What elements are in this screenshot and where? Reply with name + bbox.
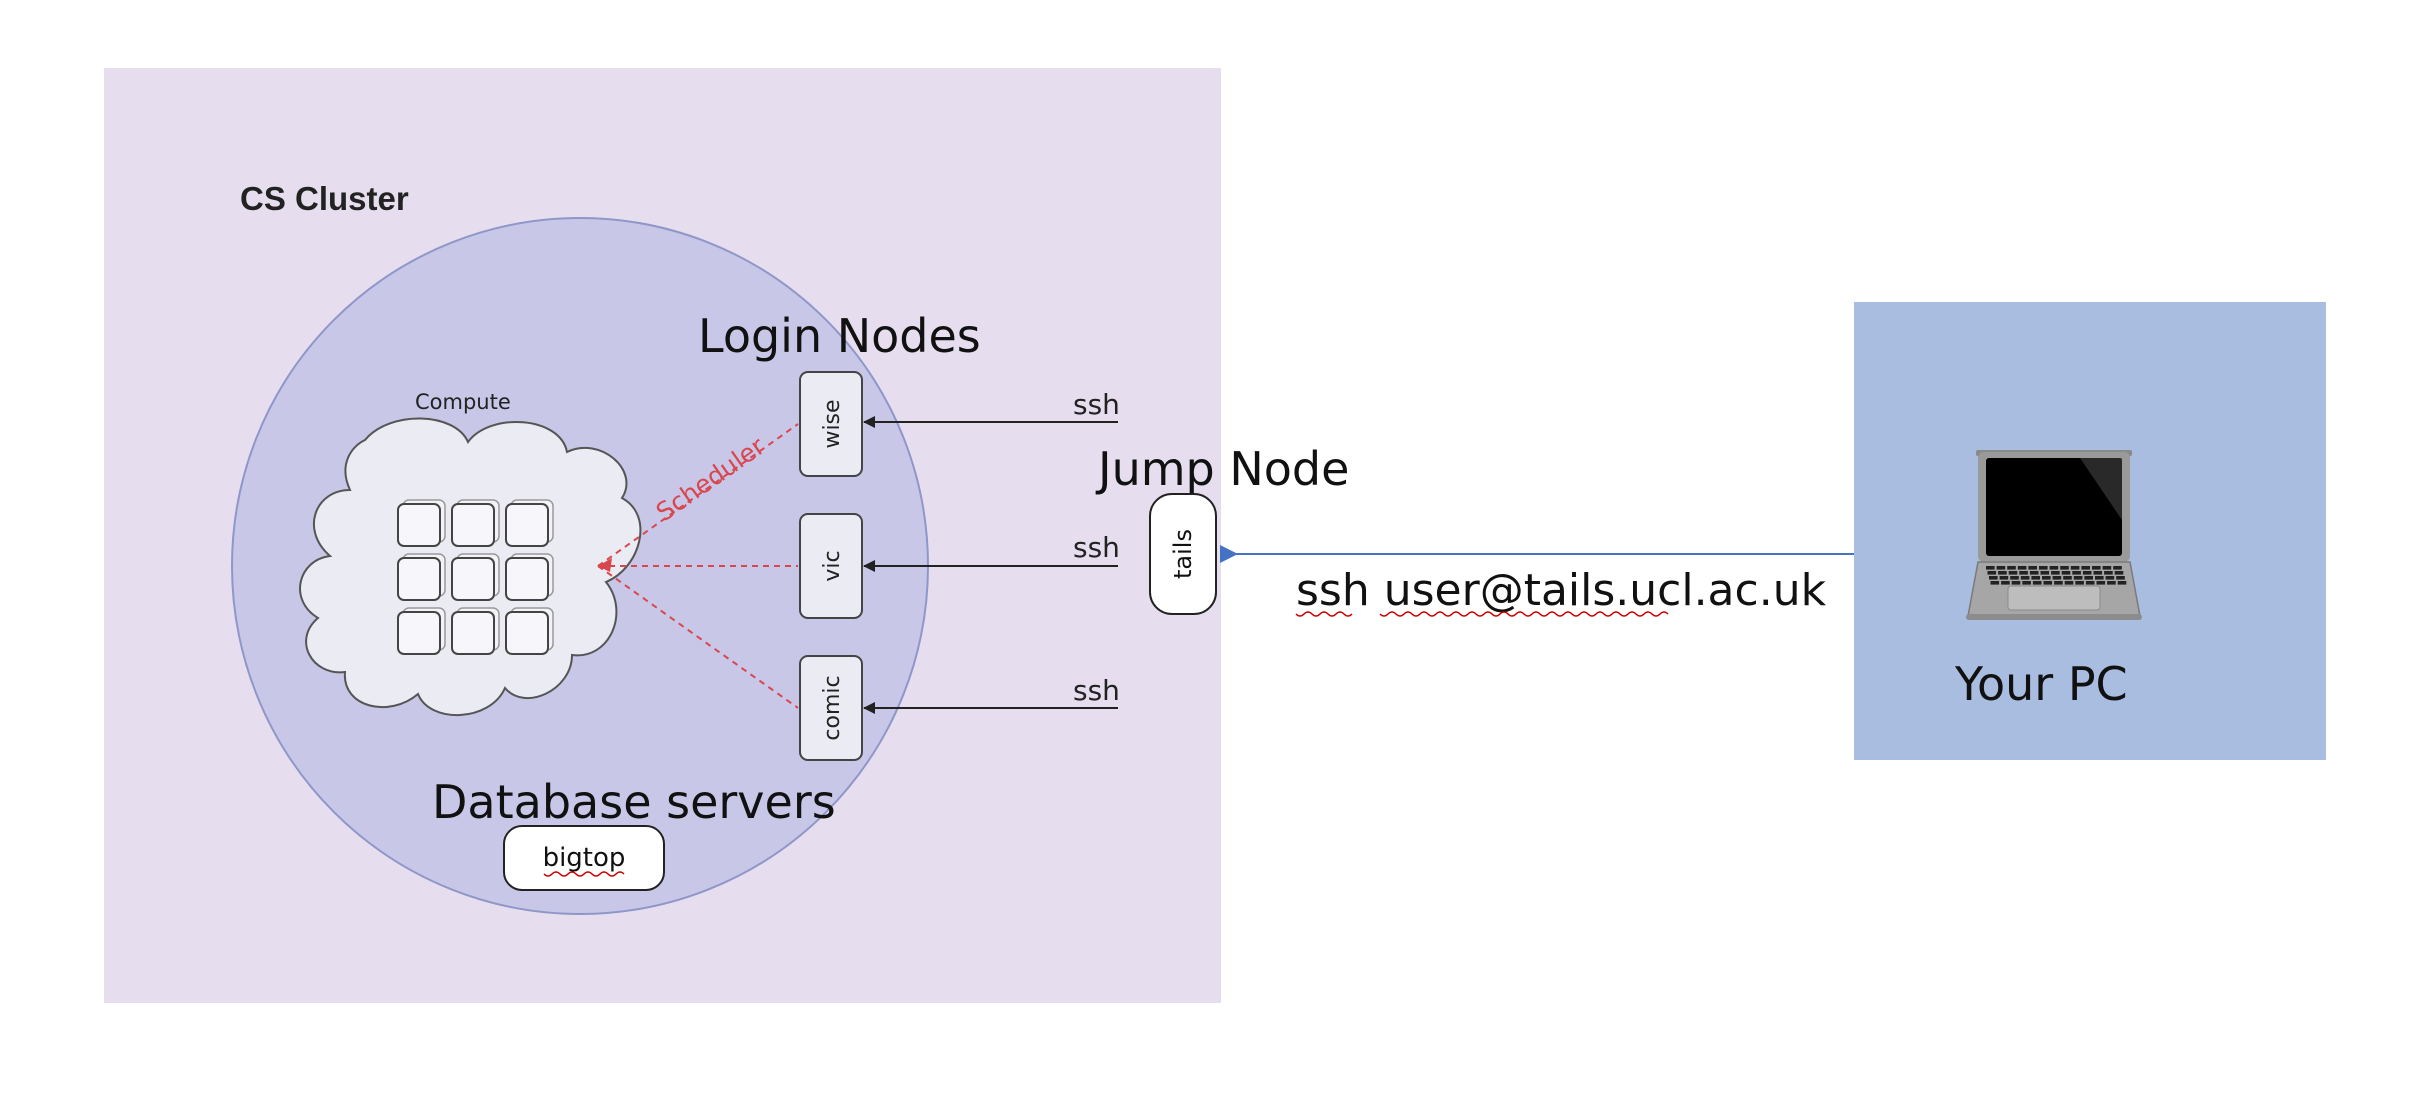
laptop-key	[2096, 581, 2106, 585]
laptop-key	[2075, 581, 2084, 585]
laptop-key	[1987, 571, 1997, 575]
scheduler-line-wise	[597, 423, 799, 567]
laptop-key	[2095, 576, 2104, 580]
compute-grid	[397, 499, 554, 655]
laptop-key	[1990, 581, 2000, 585]
laptop-key	[2081, 566, 2090, 570]
spellcheck-underline-ssh	[1295, 611, 1353, 617]
laptop-key	[2042, 576, 2051, 580]
spellcheck-underline-host	[1379, 611, 1669, 617]
laptop-key	[2007, 566, 2016, 570]
laptop-key	[2085, 581, 2095, 585]
compute-node	[505, 503, 549, 547]
laptop-key	[2011, 581, 2021, 585]
laptop-key	[1989, 576, 1998, 580]
spellcheck-underline	[543, 871, 625, 877]
laptop-key	[2029, 571, 2039, 575]
login-nodes-title: Login Nodes	[698, 309, 981, 363]
laptop-key	[2093, 571, 2103, 575]
laptop-keyboard	[1986, 566, 2127, 585]
database-node-label: bigtop	[543, 843, 626, 873]
login-node-comic[interactable]: comic	[799, 655, 863, 761]
laptop-key	[2092, 566, 2101, 570]
scheduler-line-comic	[597, 565, 799, 709]
laptop-key	[2107, 581, 2116, 585]
laptop-key	[1996, 566, 2006, 570]
laptop-key	[2019, 571, 2028, 575]
laptop-key	[2084, 576, 2093, 580]
ssh-arrows	[863, 416, 1118, 714]
jump-node-box	[1149, 493, 1217, 615]
laptop-key	[2102, 566, 2112, 570]
compute-node	[451, 557, 495, 601]
cluster-title: CS Cluster	[240, 180, 409, 217]
laptop-key	[2117, 581, 2127, 585]
ssh-label-wise: ssh	[1073, 388, 1120, 421]
database-title: Database servers	[432, 775, 836, 829]
laptop-key	[2031, 576, 2040, 580]
laptop-key	[2073, 576, 2083, 580]
scheduler-arrowhead	[598, 558, 612, 572]
laptop-key	[2020, 576, 2030, 580]
laptop-key	[2114, 571, 2124, 575]
laptop-key	[2039, 566, 2048, 570]
laptop-key	[2113, 566, 2122, 570]
jump-node-tails[interactable]: tails	[1149, 493, 1217, 615]
pc-label: Your PC	[1954, 657, 2128, 711]
laptop-icon	[1966, 450, 2142, 620]
laptop-key	[2105, 576, 2115, 580]
compute-node	[451, 611, 495, 655]
laptop-key	[2060, 566, 2069, 570]
laptop-key	[2054, 581, 2063, 585]
compute-node	[397, 611, 441, 655]
laptop-key	[2022, 581, 2031, 585]
jump-node-label: tails	[1169, 529, 1197, 579]
laptop-key	[2040, 571, 2050, 575]
compute-node	[505, 611, 549, 655]
login-node-box	[799, 655, 863, 761]
laptop-key	[2063, 576, 2072, 580]
laptop-key	[2072, 571, 2081, 575]
compute-node	[505, 557, 549, 601]
compute-node	[397, 503, 441, 547]
laptop-key	[2061, 571, 2071, 575]
login-node-label: comic	[820, 675, 845, 740]
database-node-bigtop[interactable]: bigtop	[503, 825, 665, 891]
scheduler-lines	[597, 423, 799, 709]
login-node-box	[799, 371, 863, 477]
laptop-key	[2116, 576, 2125, 580]
laptop-key	[2052, 576, 2062, 580]
laptop-key	[1986, 566, 1995, 570]
laptop-key	[2043, 581, 2053, 585]
laptop-key	[1998, 571, 2007, 575]
laptop-key	[2051, 571, 2060, 575]
jump-node-title: Jump Node	[1095, 442, 1349, 496]
laptop-key	[2028, 566, 2037, 570]
compute-cloud: Compute	[299, 390, 642, 716]
laptop-key	[2070, 566, 2080, 570]
laptop-key	[1999, 576, 2009, 580]
login-node-wise[interactable]: wise	[799, 371, 863, 477]
laptop-key	[2082, 571, 2092, 575]
compute-node	[451, 503, 495, 547]
laptop-key	[2008, 571, 2018, 575]
ssh-label-comic: ssh	[1073, 674, 1120, 707]
ssh-label-vic: ssh	[1073, 531, 1120, 564]
laptop-key	[2032, 581, 2042, 585]
laptop-key	[2064, 581, 2074, 585]
laptop-key	[2010, 576, 2019, 580]
laptop-key	[2001, 581, 2010, 585]
login-node-label: vic	[820, 550, 845, 581]
laptop-key	[2049, 566, 2059, 570]
ssh-command: ssh user@tails.ucl.ac.uk	[1296, 565, 1827, 616]
login-node-box	[799, 513, 863, 619]
compute-node	[397, 557, 441, 601]
laptop-key	[2017, 566, 2027, 570]
login-node-vic[interactable]: vic	[799, 513, 863, 619]
laptop-key	[2104, 571, 2113, 575]
login-node-label: wise	[820, 399, 845, 448]
compute-label: Compute	[415, 390, 511, 414]
